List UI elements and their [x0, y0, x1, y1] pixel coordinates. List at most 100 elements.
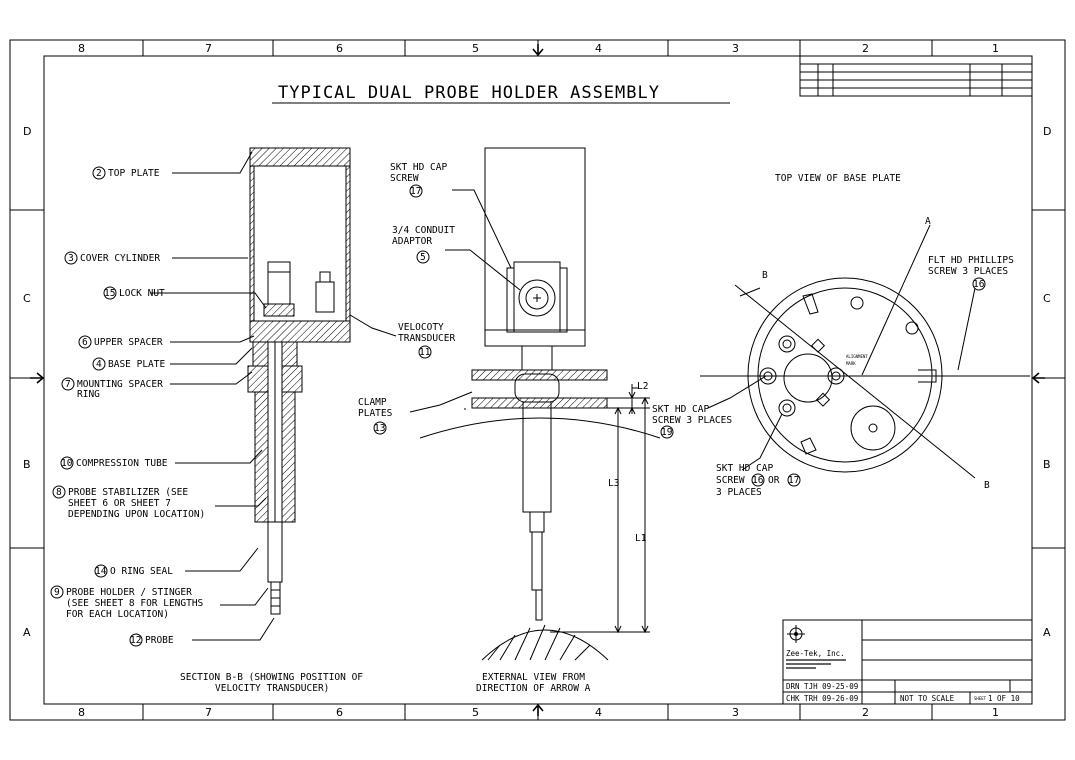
dim-l2: L2 [637, 381, 648, 392]
callout-num-top-plate: 2 [96, 168, 102, 179]
callout-lock-nut: LOCK NUT [119, 288, 165, 299]
callout-num-conduit: 5 [420, 252, 426, 263]
row-label-right-d: D [1043, 125, 1051, 138]
callout-mounting-spacer-ring: RING [77, 389, 100, 400]
external-dimensions [409, 189, 650, 634]
callout-mounting-spacer: MOUNTING SPACER [77, 379, 163, 390]
top-view-callout-circles [660, 277, 986, 487]
callout-ext-cap-screw-2: SCREW [390, 173, 419, 184]
callout-num-clamp: 13 [374, 423, 385, 434]
callout-probe: PROBE [145, 635, 174, 646]
callout-velocity-transducer-1: VELOCOTY [398, 322, 444, 333]
callout-skt-or: OR [768, 475, 780, 486]
top-view-caption: TOP VIEW OF BASE PLATE [775, 173, 901, 184]
col-label-top-2: 2 [862, 42, 869, 55]
sheet-number: 1 OF 10 [988, 694, 1020, 703]
callout-probe-holder-1: PROBE HOLDER / STINGER [66, 587, 192, 598]
callout-probe-stabilizer-1: PROBE STABILIZER (SEE [68, 487, 188, 498]
callout-num-compression-tube: 10 [61, 458, 73, 469]
row-label-left-b: B [23, 458, 31, 471]
probe-top-body [267, 261, 291, 305]
col-label-bottom-2: 2 [862, 706, 869, 719]
company-logo [787, 625, 805, 643]
callout-num-skt-a: 16 [752, 475, 764, 486]
row-label-right-b: B [1043, 458, 1051, 471]
callout-flt-2: SCREW 3 PLACES [928, 266, 1008, 277]
col-label-bottom-4: 4 [595, 706, 602, 719]
external-caption-2: DIRECTION OF ARROW A [476, 683, 591, 694]
callout-num-mounting-spacer: 7 [65, 379, 71, 390]
drawn-by: DRN TJH 09-25-09 [786, 682, 858, 691]
callout-skt-3: 3 PLACES [716, 487, 762, 498]
cover-cylinder-left-wall [249, 165, 255, 322]
callout-probe-holder-2: (SEE SHEET 8 FOR LENGTHS [66, 598, 204, 609]
callout-num-velocity-transducer: 11 [419, 347, 431, 358]
row-label-left-a: A [23, 626, 31, 639]
col-label-bottom-1: 1 [992, 706, 999, 719]
alignment-mark-1: ALIGNMENT [846, 354, 868, 359]
ext-conduit-circle [518, 279, 556, 317]
external-caption-1: EXTERNAL VIEW FROM [482, 672, 585, 683]
callout-skt3-2: SCREW 3 PLACES [652, 415, 732, 426]
callout-num-probe: 12 [130, 635, 141, 646]
external-callout-circles [373, 184, 430, 435]
col-label-bottom-8: 8 [78, 706, 85, 719]
callout-top-plate: TOP PLATE [108, 168, 160, 179]
checked-by: CHK TRH 09-26-09 [786, 694, 858, 703]
external-view-assembly [419, 147, 661, 661]
section-caption-1: SECTION B-B (SHOWING POSITION OF [180, 672, 363, 683]
col-label-top-1: 1 [992, 42, 999, 55]
callout-conduit-2: ADAPTOR [392, 236, 432, 247]
sheet-label: SHEET [974, 696, 987, 701]
callout-cover-cylinder: COVER CYLINDER [80, 253, 160, 264]
top-view-leaders [707, 287, 976, 471]
callout-num-probe-holder: 9 [54, 587, 60, 598]
ext-probe [535, 589, 543, 621]
cover-cylinder-right-wall [345, 165, 351, 322]
callout-upper-spacer: UPPER SPACER [94, 337, 163, 348]
base-plate-inner-circle [757, 287, 933, 463]
callout-num-o-ring: 14 [95, 566, 107, 577]
section-caption-2: VELOCITY TRANSDUCER) [215, 683, 329, 694]
dim-l3: L3 [608, 478, 619, 489]
col-label-bottom-3: 3 [732, 706, 739, 719]
callout-num-skt-b: 17 [788, 475, 799, 486]
external-labels: SKT HD CAP SCREW 17 3/4 CONDUIT ADAPTOR … [358, 162, 648, 694]
col-label-top-8: 8 [78, 42, 85, 55]
transducer-hole [850, 405, 896, 451]
alignment-mark-2: MARK [846, 361, 856, 366]
col-label-top-6: 6 [336, 42, 343, 55]
top-view-label-b1: B [762, 270, 768, 281]
callout-flt-1: FLT HD PHILLIPS [928, 255, 1014, 266]
section-labels: 2 TOP PLATE 3 COVER CYLINDER 15 LOCK NUT… [54, 168, 455, 694]
callout-clamp-2: PLATES [358, 408, 393, 419]
callout-num-base-plate: 4 [96, 359, 102, 370]
callout-velocity-transducer-2: TRANSDUCER [398, 333, 455, 344]
callout-skt-2: SCREW [716, 475, 745, 486]
callout-num-ext-cap-screw: 17 [410, 186, 421, 197]
callout-skt3-1: SKT HD CAP [652, 404, 709, 415]
transducer-body [315, 281, 335, 313]
col-label-bottom-5: 5 [472, 706, 479, 719]
revision-block [799, 55, 1033, 97]
col-label-top-7: 7 [205, 42, 212, 55]
top-view-labels: TOP VIEW OF BASE PLATE A B B FLT HD PHIL… [652, 173, 1014, 498]
section-view-assembly [247, 147, 351, 615]
row-label-left-c: C [23, 292, 31, 305]
dim-l1: L1 [635, 533, 647, 544]
transducer-cap [319, 271, 331, 283]
top-view-label-b2: B [984, 480, 990, 491]
callout-probe-stabilizer-2: SHEET 6 OR SHEET 7 [68, 498, 171, 509]
col-label-top-5: 5 [472, 42, 479, 55]
top-view-label-a: A [925, 216, 931, 227]
ext-stinger [531, 531, 543, 591]
col-label-top-3: 3 [732, 42, 739, 55]
top-view-base-plate [700, 224, 1030, 479]
lock-nut-shape [263, 303, 295, 317]
callout-skt-1: SKT HD CAP [716, 463, 773, 474]
callout-clamp-1: CLAMP [358, 397, 387, 408]
callout-num-skt3: 19 [661, 427, 673, 438]
col-label-bottom-7: 7 [205, 706, 212, 719]
row-label-left-d: D [23, 125, 31, 138]
section-callout-circles [50, 166, 432, 647]
